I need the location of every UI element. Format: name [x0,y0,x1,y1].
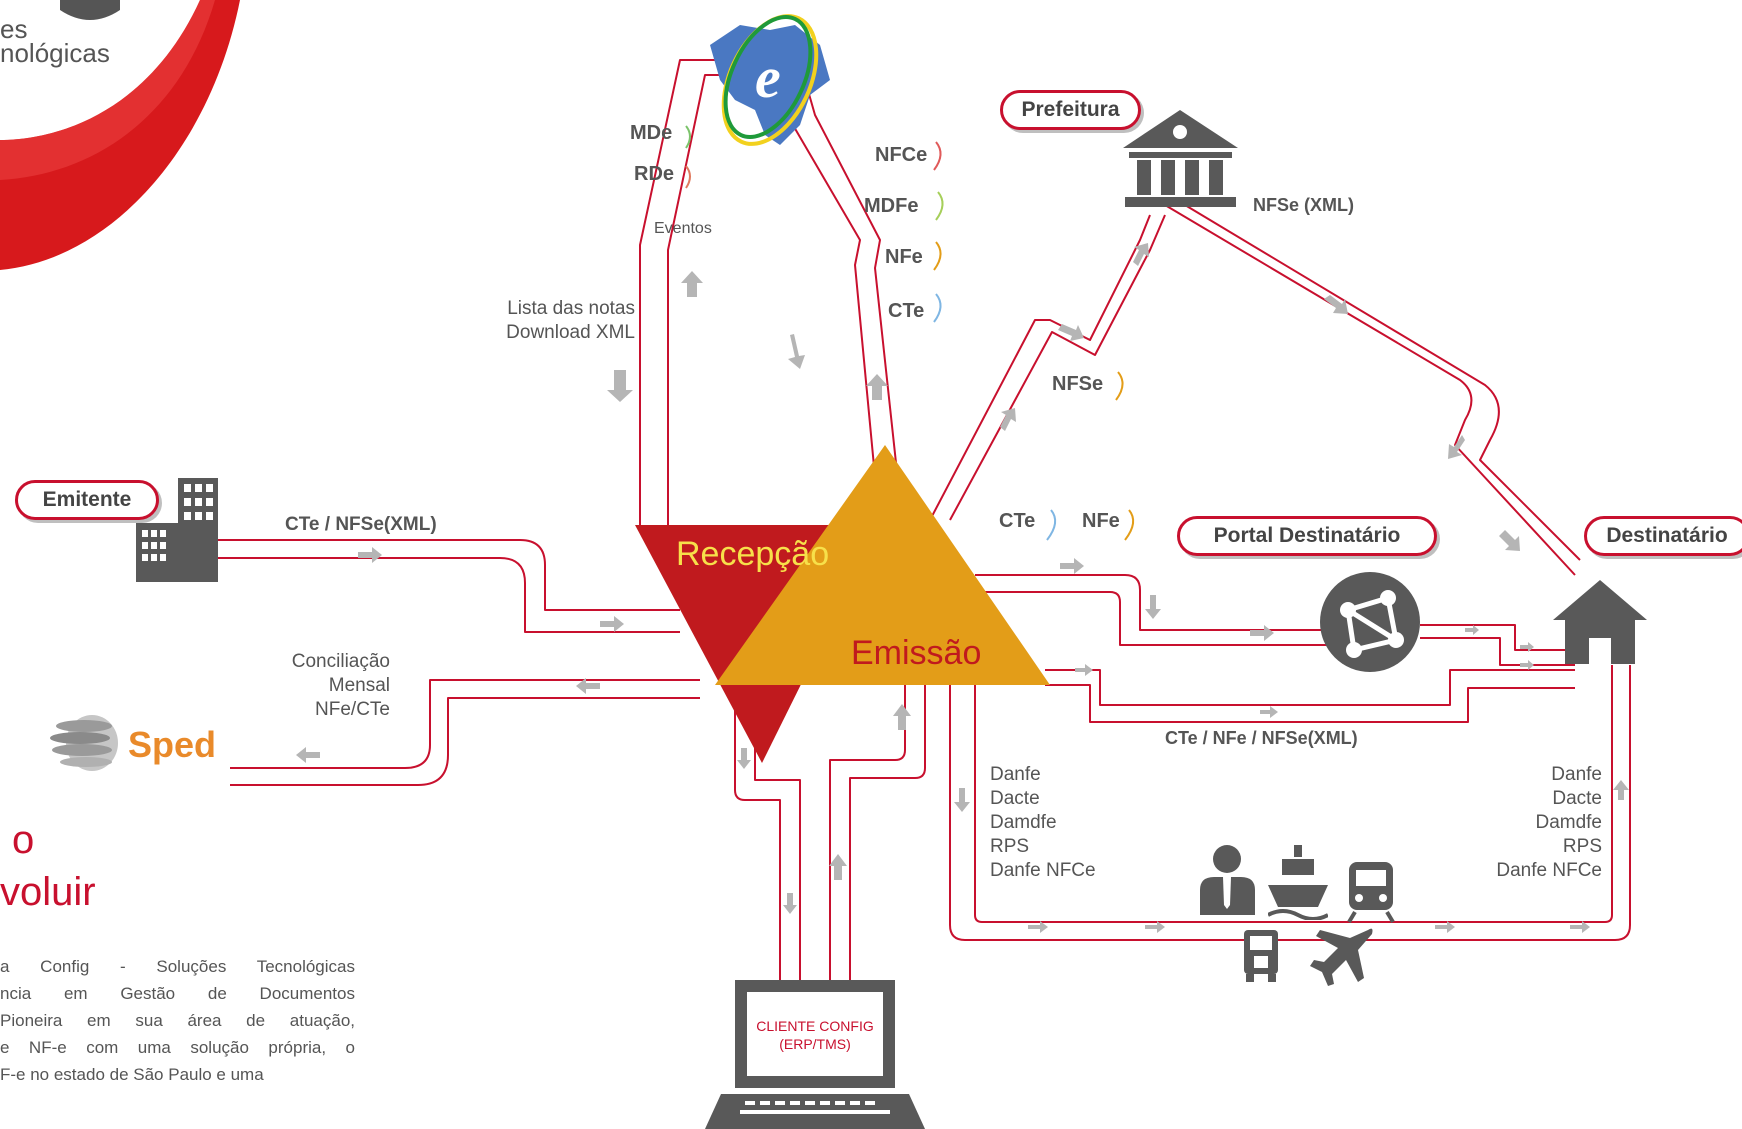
intro-line: Pioneira em sua área de atuação, [0,1011,355,1030]
airplane-icon [1310,928,1373,986]
logo-line2: nológicas [0,38,110,68]
person-driver-icon [1200,845,1255,915]
road-sped [230,679,700,769]
cliente-line: (ERP/TMS) [779,1036,851,1052]
conciliacao-line: NFe/CTe [315,699,390,720]
label-portal-nfe: NFe [1082,510,1120,532]
intro-text: a Config - Soluções Tecnológicas ncia em… [0,953,355,1088]
print-doc: Danfe [1551,764,1602,785]
road-pref-dest [1164,204,1576,576]
government-building-icon [1123,110,1238,207]
node-emitente: Emitente [15,480,159,520]
ship-icon [1268,845,1328,920]
node-portal-destinatario: Portal Destinatário [1177,516,1437,556]
sefaz-brazil-map-icon: e [710,14,830,146]
print-doc: Dacte [1552,788,1602,809]
doc-arcs-right [933,141,944,323]
logo-swoosh [0,0,240,270]
recepcao-emissao-triangles [635,445,1050,763]
print-doc: Dacte [990,788,1040,809]
sped-logo-text: Sped [128,724,217,765]
label-lista-notas: Lista das notas Download XML [450,297,635,345]
print-doc: Danfe NFCe [990,860,1096,881]
label-emissao: Emissão [851,634,982,672]
house-icon [1553,580,1647,664]
road-portal [975,574,1330,631]
laptop-icon [705,980,925,1129]
print-docs-right: Danfe Dacte Damdfe RPS Danfe NFCe [1480,763,1602,883]
label-rde: RDe [634,163,675,185]
print-doc: Danfe NFCe [1496,860,1602,881]
label-cte: CTe [888,300,925,322]
label-mdfe: MDFe [864,195,919,217]
intro-line: e NF-e com uma solução própria, o [0,1038,355,1057]
label-conciliacao: Conciliação Mensal NFe/CTe [230,650,390,722]
intro-line: F-e no estado de São Paulo e uma [0,1065,264,1084]
print-doc: Damdfe [1535,812,1602,833]
doc-arcs-left [685,125,691,189]
print-docs-left: Danfe Dacte Damdfe RPS Danfe NFCe [990,763,1096,883]
globe-network-icon [1320,572,1420,672]
node-prefeitura: Prefeitura [1000,90,1141,130]
road-cliente [734,700,781,985]
doc-arc-nfse [1115,371,1124,401]
print-doc: RPS [1562,836,1602,857]
label-emitente-flow: CTe / NFSe(XML) [285,514,437,535]
svg-text:e: e [755,45,781,110]
road-emitente [218,539,680,611]
intro-line: ncia em Gestão de Documentos [0,984,355,1003]
label-nfse: NFSe [1052,373,1104,395]
label-nfse-xml: NFSe (XML) [1253,195,1354,215]
print-doc: RPS [990,836,1030,857]
label-portal-cte: CTe [999,510,1036,532]
logo-line1: es [0,14,28,44]
conciliacao-line: Mensal [328,675,390,696]
heading-line2: voluir [0,870,96,914]
truck-icon [1244,930,1278,982]
conciliacao-line: Conciliação [291,651,390,672]
label-nfce: NFCe [875,144,928,166]
print-doc: Damdfe [990,812,1057,833]
label-nfe: NFe [885,246,923,268]
intro-line: a Config - Soluções Tecnológicas [0,957,355,976]
train-icon [1347,862,1395,923]
label-eventos: Eventos [654,220,712,237]
label-mde: MDe [630,122,673,144]
node-destinatario: Destinatário [1584,516,1742,556]
sped-sphere-icon [50,715,118,771]
road-print-loop [949,665,1631,941]
doc-arcs-portal [1046,509,1135,541]
lista-line: Lista das notas [507,298,635,319]
cliente-config-label: CLIENTE CONFIG (ERP/TMS) [747,1017,883,1053]
lista-line: Download XML [506,322,635,343]
cliente-line: CLIENTE CONFIG [756,1018,874,1034]
label-dest-flow: CTe / NFe / NFSe(XML) [1165,728,1358,748]
print-doc: Danfe [990,764,1041,785]
label-recepcao: Recepção [676,535,830,573]
office-building-icon [136,478,218,582]
road-sefaz-left [639,59,730,525]
heading-line1: o [12,818,35,862]
